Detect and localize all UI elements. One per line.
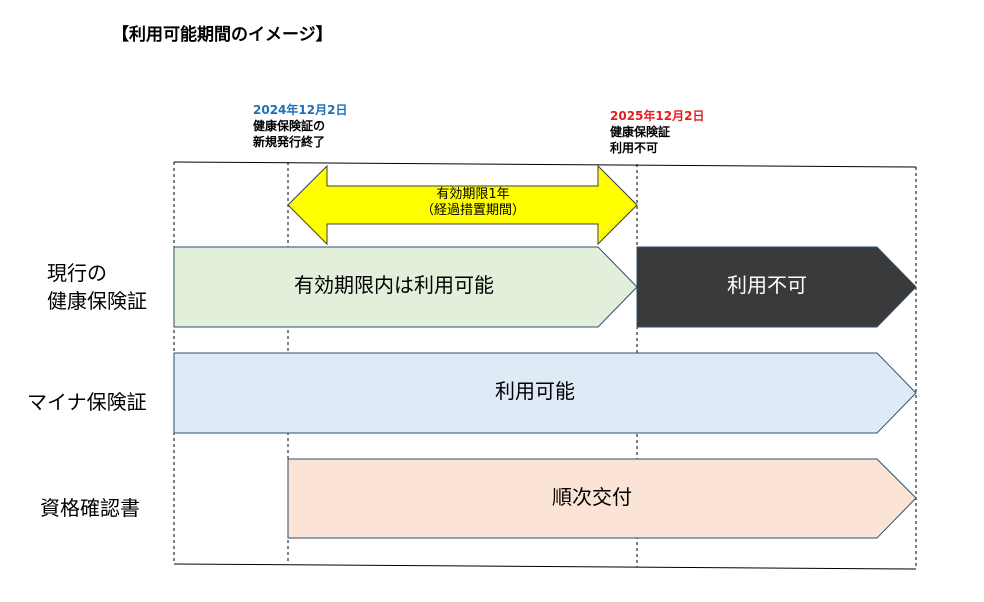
current-card-valid-bar xyxy=(173,246,638,328)
transition-period-arrow xyxy=(287,164,638,246)
milestone-2025-line-1: 健康保険証 xyxy=(610,125,671,139)
transition-line-2: （経過措置期間） xyxy=(420,203,525,218)
milestone-2024-date: 2024年12月2日 xyxy=(253,103,348,117)
milestone-2024-line-1: 健康保険証の xyxy=(253,119,326,133)
row-label-mynumber-card-line-1: マイナ保険証 xyxy=(27,390,147,414)
current-card-valid-text: 有効期限内は利用可能 xyxy=(294,273,494,297)
frame-bottom-line xyxy=(173,563,917,570)
current-card-invalid-bar xyxy=(636,246,917,328)
page-title: 【利用可能期間のイメージ】 xyxy=(112,25,333,45)
transition-period-text: 有効期限1年 （経過措置期間） xyxy=(388,187,558,219)
milestone-2024-line-2: 新規発行終了 xyxy=(253,135,326,149)
current-card-invalid-text: 利用不可 xyxy=(727,273,807,297)
milestone-2025-label: 2025年12月2日 健康保険証 利用不可 xyxy=(610,108,704,156)
transition-line-1: 有効期限1年 xyxy=(436,187,510,202)
milestone-2025-date: 2025年12月2日 xyxy=(610,109,705,123)
mynumber-card-text: 利用可能 xyxy=(495,379,575,403)
row-label-mynumber-card: マイナ保険証 xyxy=(27,388,147,416)
row-label-eligibility-certificate-line-1: 資格確認書 xyxy=(40,496,140,520)
row-label-current-card-line-1: 現行の xyxy=(47,261,107,285)
mynumber-card-bar xyxy=(173,352,917,434)
eligibility-certificate-bar xyxy=(287,458,917,539)
eligibility-certificate-text: 順次交付 xyxy=(552,485,632,509)
milestone-2025-line-2: 利用不可 xyxy=(610,141,659,155)
row-label-current-card-line-2: 健康保険証 xyxy=(47,289,147,313)
row-label-eligibility-certificate: 資格確認書 xyxy=(40,494,140,522)
row-label-current-card: 現行の 健康保険証 xyxy=(47,259,147,315)
frame-top-line xyxy=(173,161,917,168)
milestone-2024-label: 2024年12月2日 健康保険証の 新規発行終了 xyxy=(253,102,347,150)
